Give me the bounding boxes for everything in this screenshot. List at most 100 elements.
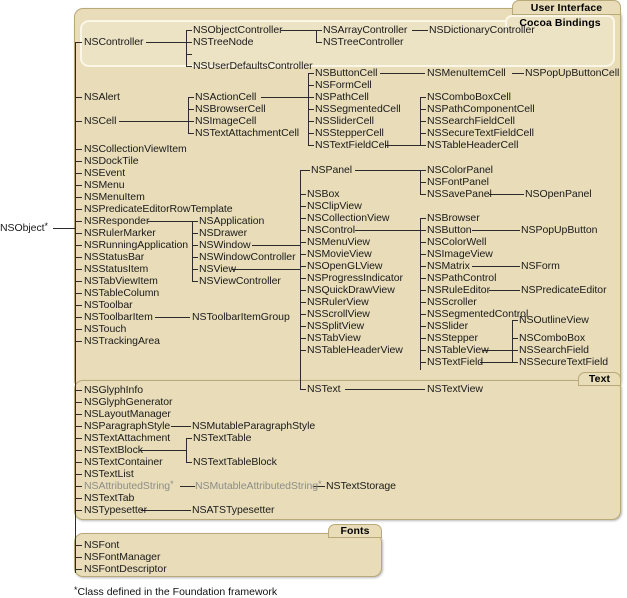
spine-controller [186,30,187,66]
footnote-marker: * [74,585,78,595]
stub-slider-cell [308,121,314,122]
stub-image-cell [188,121,194,122]
node-scroller: NSScroller [427,296,477,308]
node-view-controller: NSViewController [199,275,281,287]
node-form-cell: NSFormCell [315,79,372,91]
line-controller-out [146,42,186,43]
line-attributed-to-mutable [180,486,195,487]
node-tab-view: NSTabView [307,332,361,344]
spine-view [300,194,301,389]
node-text-field-cell: NSTextFieldCell [315,139,389,151]
node-object-controller: NSObjectController [193,24,283,36]
stub-text-list [75,474,82,475]
node-button: NSButton [427,224,472,236]
stub-quickdraw-view [300,290,306,291]
node-path-cell: NSPathCell [315,91,369,103]
spine-main [75,42,76,573]
line-mutable-to-text-storage [313,486,325,487]
node-font-manager: NSFontManager [84,551,161,563]
stub-table-header-cell [420,145,426,146]
line-save-panel-to-open-panel [489,194,524,195]
stub-tracking-area [75,341,82,342]
node-progress-indicator: NSProgressIndicator [307,272,403,284]
stub-table-view [420,350,426,351]
stub-color-well [420,242,426,243]
spine-responder [192,221,193,281]
node-table-view: NSTableView [427,344,489,356]
node-box: NSBox [307,188,340,200]
node-button-cell: NSButtonCell [315,67,378,79]
node-search-field: NSSearchField [519,344,589,356]
line-menu-item-cell-to-popup [512,73,524,74]
stub-outline-view [512,320,518,321]
footnote-text: Class defined in the Foundation framewor… [77,586,278,598]
node-image-cell: NSImageCell [195,115,257,127]
node-running-application: NSRunningApplication [84,239,189,251]
node-drawer: NSDrawer [199,227,248,239]
stub-search-field [512,350,518,351]
node-form: NSForm [521,260,560,272]
node-tree-node: NSTreeNode [193,36,254,48]
stub-glyph-generator [75,402,82,403]
line-paragraph-style-out [171,426,191,427]
node-text-table: NSTextTable [193,432,252,444]
node-menu-view: NSMenuView [307,236,370,248]
line-button-to-popup-button [472,230,520,231]
node-tracking-area: NSTrackingArea [84,335,160,347]
stub-rule-editor [420,290,426,291]
spine-cell [188,97,189,133]
node-tree-controller: NSTreeController [323,36,404,48]
stub-table-column [75,293,82,294]
stub-user-defaults-controller2 [186,54,192,55]
node-responder: NSResponder [84,215,150,227]
node-popup-button-cell: NSPopUpButtonCell [525,67,620,79]
line-toolbar-item-out [155,317,190,318]
node-predicate-editor: NSPredicateEditor [521,284,607,296]
stub-toolbar [75,305,82,306]
node-text-container: NSTextContainer [84,456,163,468]
stub-image-view [420,254,426,255]
stub-object-controller [186,30,192,31]
node-rule-editor: NSRuleEditor [427,284,491,296]
stub-menu-item [75,197,82,198]
stub-text-block [75,450,82,451]
stub-touch [75,329,82,330]
node-font-descriptor: NSFontDescriptor [84,563,167,575]
node-mutable-attributed-string: NSMutableAttributedString* [195,479,322,493]
node-color-well: NSColorWell [427,236,487,248]
line-matrix-to-form [472,266,520,267]
node-split-view: NSSplitView [307,320,365,332]
stub-ruler-marker [75,233,82,234]
node-combo-box-cell: NSComboBoxCell [427,91,511,103]
node-view: NSView [199,263,236,275]
stub-path-component-cell [420,109,426,110]
stub-collection-view-item [75,149,82,150]
line-control-out [355,230,420,231]
stub-font-descriptor [75,569,82,570]
stub-responder [75,221,82,222]
node-stepper: NSStepper [427,332,478,344]
stub-menu-view [300,242,306,243]
spine-text-block [186,438,187,462]
stub-typesetter [75,510,82,511]
node-paragraph-style: NSParagraphStyle [84,420,171,432]
node-popup-button: NSPopUpButton [521,224,598,236]
node-toolbar-item-group: NSToolbarItemGroup [192,311,290,323]
node-text-table-block: NSTextTableBlock [193,456,277,468]
node-window: NSWindow [199,239,251,251]
stub-toolbar-item [75,317,82,318]
node-table-header-cell: NSTableHeaderCell [427,139,519,151]
stub-stepper [420,338,426,339]
node-text-attachment: NSTextAttachment [84,432,171,444]
line-window-to-panel-h [252,245,300,246]
line-panel-in [300,170,310,171]
line-text-block-out [140,450,186,451]
node-movie-view: NSMovieView [307,248,372,260]
node-panel: NSPanel [311,164,353,176]
stub-clip-view [300,206,306,207]
stub-text [300,389,306,390]
node-glyph-info: NSGlyphInfo [84,384,143,396]
line-text-field-out [480,362,512,363]
tab-user-interface: User Interface [512,0,621,15]
node-text-list: NSTextList [84,468,134,480]
